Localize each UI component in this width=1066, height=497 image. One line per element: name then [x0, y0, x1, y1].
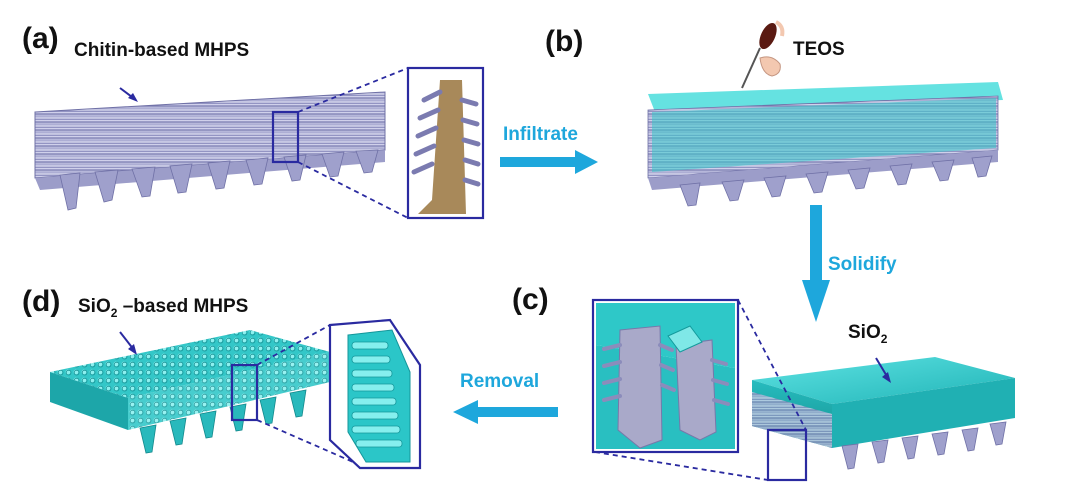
solidified-fins: [841, 421, 1007, 470]
zoom-box-d: [230, 318, 422, 470]
caption-chitin-mhps: Chitin-based MHPS: [74, 40, 250, 61]
step-label-solidify: Solidify: [828, 254, 897, 275]
sio2-fin-zoom: [347, 329, 411, 463]
caption-sio2: SiO2: [848, 322, 888, 346]
infiltrate-arrow: [500, 150, 598, 174]
chitin-cross-section: [411, 80, 481, 214]
panel-label-b: (b): [545, 25, 584, 58]
solidified-cross-section: [596, 303, 735, 449]
solidify-arrow: [802, 205, 830, 322]
infiltrated-fins: [679, 155, 993, 207]
panel-label-d: (d): [22, 285, 61, 318]
chitin-mhps-structure: [34, 87, 386, 211]
step-label-infiltrate: Infiltrate: [503, 124, 578, 145]
zoom-box-c: [591, 298, 808, 482]
panel-label-a: (a): [22, 22, 59, 55]
removal-arrow: [453, 400, 558, 424]
solidified-block: [752, 357, 1015, 470]
caption-sio2-mhps: SiO2 –based MHPS: [78, 296, 249, 320]
panel-label-c: (c): [512, 283, 549, 316]
infiltrated-structure: [647, 82, 1003, 207]
sio2-mhps-structure: [50, 330, 330, 454]
caption-teos: TEOS: [793, 39, 845, 60]
pipette-icon: [741, 20, 785, 89]
sio2-fins: [139, 389, 307, 454]
step-label-removal: Removal: [460, 371, 540, 392]
zoom-box-a: [271, 66, 485, 220]
